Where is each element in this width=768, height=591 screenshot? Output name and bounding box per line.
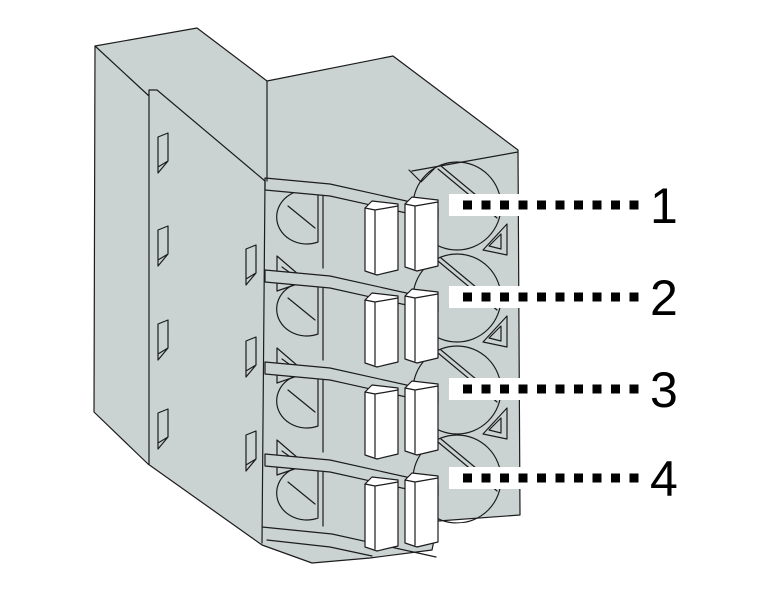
contact-3-left [364, 384, 399, 460]
contact-4-left [364, 476, 399, 552]
callout-1: 1 [449, 178, 678, 234]
contact-4-left-edges [364, 481, 399, 550]
contact-1-right-edges [404, 201, 439, 270]
top-face-edge [408, 151, 519, 183]
wire-clamp-slits [437, 165, 501, 492]
contact-row-2 [364, 288, 439, 368]
contact-3-right [404, 380, 439, 456]
contact-row-1 [364, 196, 439, 276]
callout-2: 2 [449, 270, 678, 326]
callout-label-2: 2 [650, 270, 678, 326]
contact-2-left-edges [364, 297, 399, 366]
side-slots [157, 132, 257, 472]
relief-triangle-3 [482, 407, 508, 440]
contact-1-left-edges [364, 205, 399, 274]
callout-label-1: 1 [650, 178, 678, 234]
contact-2-right [404, 288, 439, 364]
contact-3-left-edges [364, 389, 399, 458]
contact-2-left [364, 292, 399, 368]
side-relief-triangles [482, 223, 508, 440]
foot-ledge-edges [261, 526, 437, 558]
connector-illustration [93, 27, 521, 564]
relief-triangle-2 [482, 315, 508, 348]
contact-3-right-edges [404, 385, 439, 454]
body-edges [94, 45, 268, 544]
contact-row-3 [364, 380, 439, 460]
relief-triangle-1 [482, 223, 508, 256]
contact-2-right-edges [404, 293, 439, 362]
contact-1-left [364, 200, 399, 276]
callout-4: 4 [449, 451, 678, 507]
callouts: 1 2 3 4 [449, 178, 678, 507]
callout-3: 3 [449, 362, 678, 418]
contact-4-right-edges [404, 477, 439, 546]
callout-label-4: 4 [650, 451, 678, 507]
callout-label-3: 3 [650, 362, 678, 418]
contact-4-right [404, 472, 439, 548]
contact-row-4 [364, 472, 439, 552]
contact-1-right [404, 196, 439, 272]
